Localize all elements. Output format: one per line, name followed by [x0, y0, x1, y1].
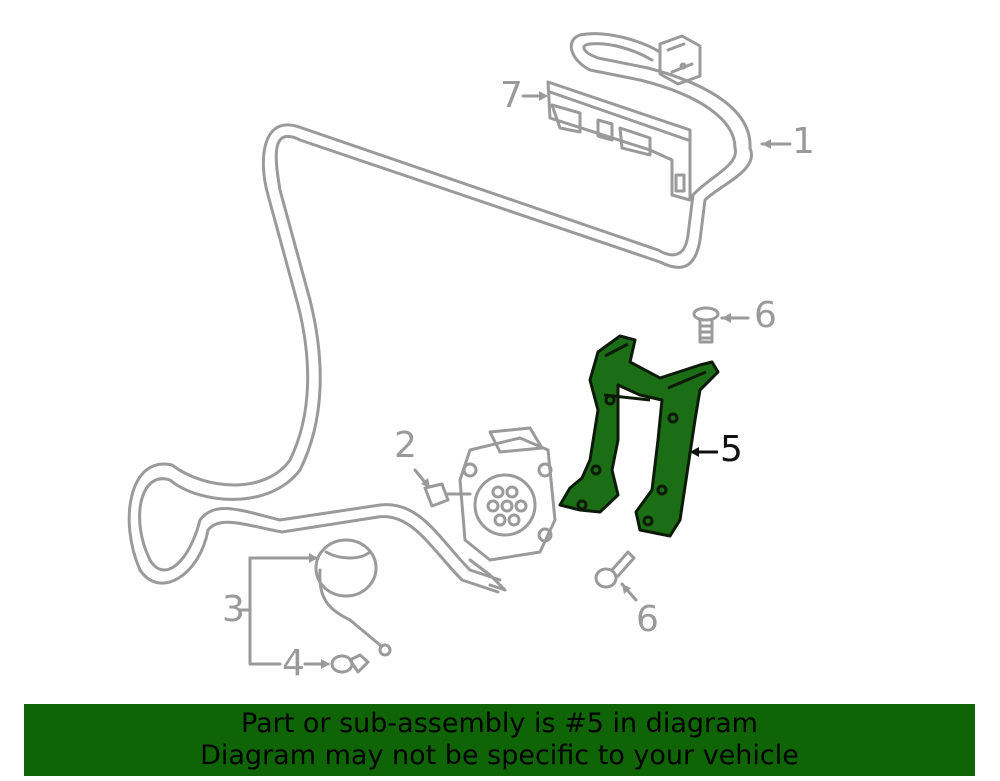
callout-6-bottom: 6 [636, 599, 659, 640]
clip-part-4 [330, 653, 370, 674]
callout-1: 1 [792, 121, 815, 162]
callout-3: 3 [222, 589, 245, 630]
mounting-bracket-part-5 [558, 334, 720, 538]
charge-port-cap-part-3 [314, 538, 392, 657]
callout-7: 7 [500, 75, 523, 116]
info-banner: Part or sub-assembly is #5 in diagram Di… [24, 704, 975, 776]
screw-part-6-bottom [594, 550, 636, 589]
banner-line-part-number: Part or sub-assembly is #5 in diagram [241, 708, 758, 739]
callout-4: 4 [282, 643, 305, 684]
banner-line-disclaimer: Diagram may not be specific to your vehi… [200, 740, 799, 771]
charging-socket-part-2 [423, 426, 557, 592]
bracket-3 [248, 556, 282, 666]
callout-2: 2 [394, 425, 417, 466]
wiring-harness-part-1 [127, 32, 754, 594]
screw-part-6-top [692, 306, 720, 344]
callout-6-top: 6 [754, 295, 777, 336]
bracket-part-7 [546, 80, 692, 202]
parts-diagram [127, 32, 792, 674]
callout-5: 5 [720, 429, 743, 470]
